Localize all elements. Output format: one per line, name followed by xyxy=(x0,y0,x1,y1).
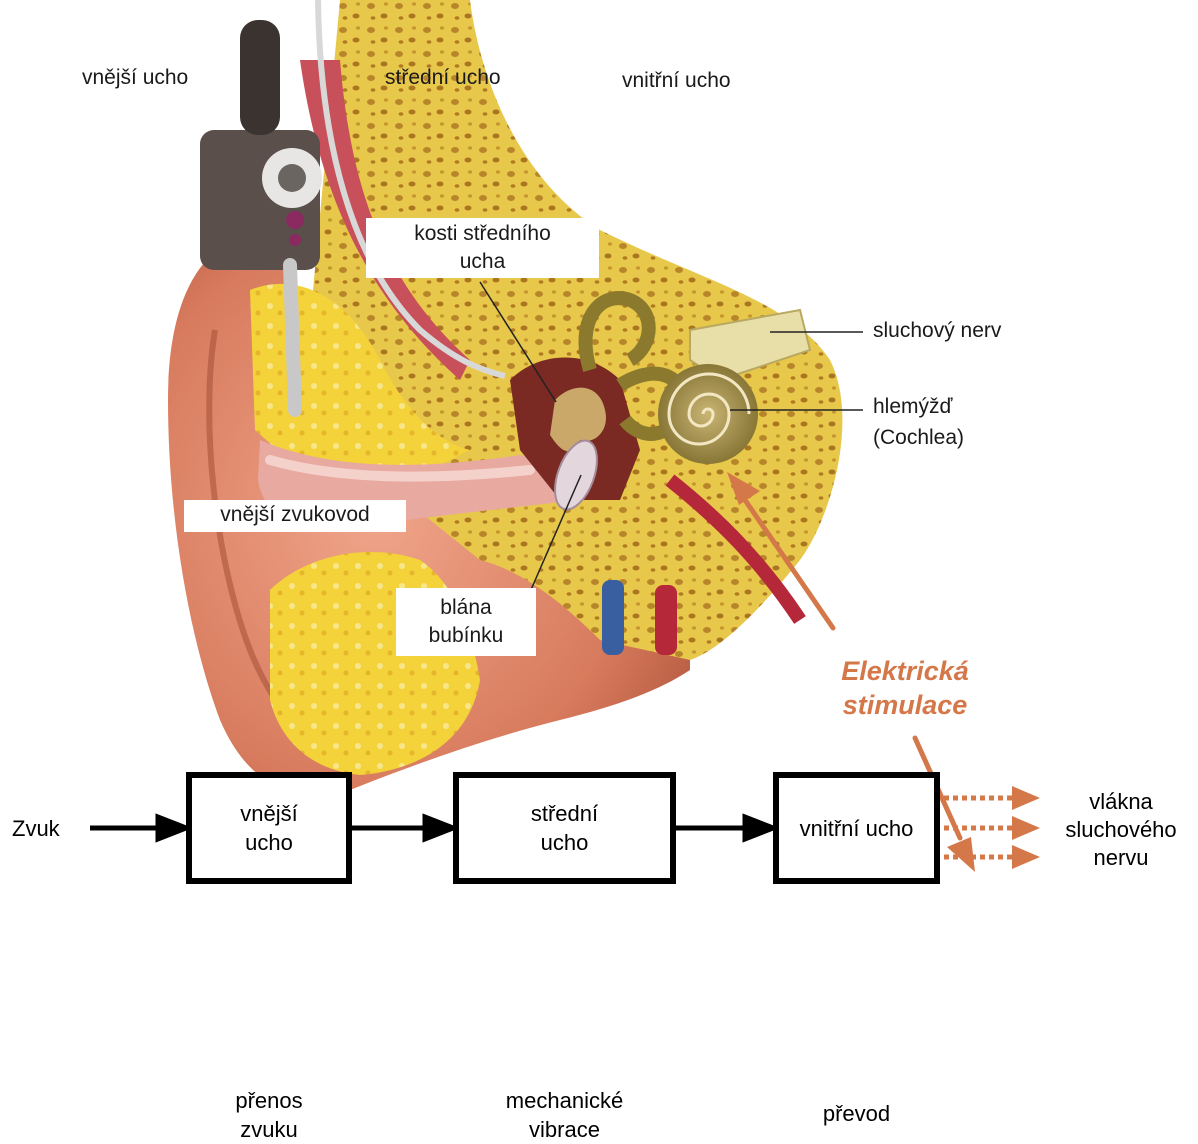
artery xyxy=(655,585,677,655)
cochlea-spiral xyxy=(658,364,758,464)
caption-conversion: převod xyxy=(773,1099,940,1128)
label-ear-canal: vnější zvukovod xyxy=(184,500,406,532)
label-middle-ear: střední ucho xyxy=(385,66,501,90)
caption-mechanical-vibration: mechanické vibrace xyxy=(453,1086,676,1144)
label-eardrum-line1: blána xyxy=(396,594,536,622)
label-eardrum: blána bubínku xyxy=(396,588,536,656)
caption-mechanical-vibration-line2: vibrace xyxy=(453,1115,676,1144)
block-outer-ear-line2: ucho xyxy=(245,828,293,857)
flow-input-label: Zvuk xyxy=(12,816,60,842)
label-cochlea-line2: (Cochlea) xyxy=(873,426,964,450)
block-middle-ear-line1: střední xyxy=(531,799,598,828)
label-outer-ear: vnější ucho xyxy=(82,66,188,90)
label-stimulation-line1: Elektrická xyxy=(800,654,1010,688)
block-inner-ear: vnitřní ucho xyxy=(773,772,940,884)
label-stimulation-line2: stimulace xyxy=(800,688,1010,722)
label-ossicles: kosti středního ucha xyxy=(366,218,599,278)
caption-mechanical-vibration-line1: mechanické xyxy=(453,1086,676,1115)
block-middle-ear: střední ucho xyxy=(453,772,676,884)
label-eardrum-line2: bubínku xyxy=(396,622,536,650)
flow-output-line1: vlákna xyxy=(1046,788,1196,816)
flow-output-line3: nervu xyxy=(1046,844,1196,872)
block-outer-ear-line1: vnější xyxy=(240,799,297,828)
caption-sound-transfer-line2: zvuku xyxy=(186,1115,352,1144)
label-electric-stimulation: Elektrická stimulace xyxy=(800,654,1010,722)
flow-output-line2: sluchového xyxy=(1046,816,1196,844)
label-cochlea-line1: hlemýžď xyxy=(873,395,952,419)
block-inner-ear-line1: vnitřní ucho xyxy=(800,814,914,843)
caption-sound-transfer: přenos zvuku xyxy=(186,1086,352,1144)
label-auditory-nerve: sluchový nerv xyxy=(873,319,1001,343)
block-middle-ear-line2: ucho xyxy=(541,828,589,857)
vein xyxy=(602,580,624,655)
caption-sound-transfer-line1: přenos xyxy=(186,1086,352,1115)
label-ossicles-line2: ucha xyxy=(366,248,599,276)
block-outer-ear: vnější ucho xyxy=(186,772,352,884)
flow-output-label: vlákna sluchového nervu xyxy=(1046,788,1196,872)
label-ossicles-line1: kosti středního xyxy=(366,220,599,248)
label-inner-ear: vnitřní ucho xyxy=(622,69,731,93)
